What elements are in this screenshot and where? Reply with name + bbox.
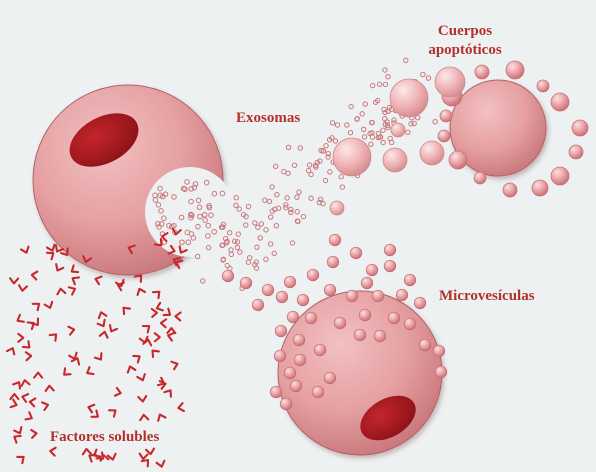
apoptotic-bleb xyxy=(474,172,486,184)
microvesicle xyxy=(222,270,234,282)
microvesicle xyxy=(433,345,445,357)
microvesicle xyxy=(270,386,282,398)
apoptotic-vesicle xyxy=(390,79,428,117)
microvesicle xyxy=(396,289,408,301)
label-apoptotic-bodies-line1: Cuerpos xyxy=(438,23,492,39)
microvesicle xyxy=(419,339,431,351)
microvesicle xyxy=(293,334,305,346)
microvesicle xyxy=(314,344,326,356)
apoptotic-bleb xyxy=(551,93,569,111)
microvesicle xyxy=(435,366,447,378)
apoptotic-vesicle xyxy=(420,141,444,165)
label-soluble-factors: Factores solubles xyxy=(50,429,159,445)
apoptotic-bleb xyxy=(572,120,588,136)
apoptotic-vesicle xyxy=(330,201,344,215)
microvesicle xyxy=(384,244,396,256)
label-exosomes: Exosomas xyxy=(236,110,300,126)
microvesicle xyxy=(305,312,317,324)
microvesicle xyxy=(354,329,366,341)
microvesicle xyxy=(366,264,378,276)
apoptotic-bleb xyxy=(551,167,569,185)
donor-cell xyxy=(33,85,223,275)
microvesicle xyxy=(276,291,288,303)
apoptotic-bleb xyxy=(449,151,467,169)
apoptotic-bleb xyxy=(532,180,548,196)
microvesicle xyxy=(327,256,339,268)
microvesicle xyxy=(312,386,324,398)
apoptotic-bleb xyxy=(475,65,489,79)
microvesicle xyxy=(294,354,306,366)
microvesicle xyxy=(324,372,336,384)
apoptotic-vesicle xyxy=(383,148,407,172)
microvesicle xyxy=(361,277,373,289)
apoptotic-vesicle xyxy=(435,67,465,97)
microvesicle xyxy=(346,290,358,302)
microvesicle xyxy=(350,247,362,259)
microvesicle xyxy=(284,367,296,379)
microvesicle xyxy=(297,294,309,306)
microvesicle xyxy=(414,297,426,309)
microvesicle xyxy=(262,284,274,296)
microvesicle xyxy=(280,398,292,410)
microvesicle xyxy=(324,284,336,296)
apoptotic-bleb xyxy=(503,183,517,197)
microvesicle xyxy=(372,290,384,302)
microvesicle xyxy=(384,260,396,272)
microvesicle xyxy=(388,312,400,324)
apoptotic-bleb xyxy=(537,80,549,92)
microvesicle xyxy=(240,277,252,289)
apoptotic-vesicle xyxy=(391,123,405,137)
microvesicle xyxy=(290,380,302,392)
microvesicle xyxy=(252,299,264,311)
microvesicle xyxy=(404,318,416,330)
microvesicle xyxy=(329,234,341,246)
microvesicle xyxy=(334,317,346,329)
label-apoptotic-bodies-line2: apoptóticos xyxy=(428,42,502,58)
microvesicle xyxy=(274,350,286,362)
microvesicle xyxy=(275,325,287,337)
microvesicle xyxy=(284,276,296,288)
donor-cell-body xyxy=(33,85,223,275)
label-microvesicles: Microvesículas xyxy=(439,288,535,304)
microvesicle xyxy=(404,274,416,286)
apoptotic-bleb xyxy=(569,145,583,159)
apoptotic-vesicle xyxy=(333,138,371,176)
microvesicle xyxy=(287,311,299,323)
apoptotic-bleb xyxy=(438,130,450,142)
apoptotic-bleb xyxy=(506,61,524,79)
microvesicle xyxy=(307,269,319,281)
microvesicle xyxy=(359,309,371,321)
apoptotic-bleb xyxy=(440,110,452,122)
microvesicle xyxy=(374,330,386,342)
